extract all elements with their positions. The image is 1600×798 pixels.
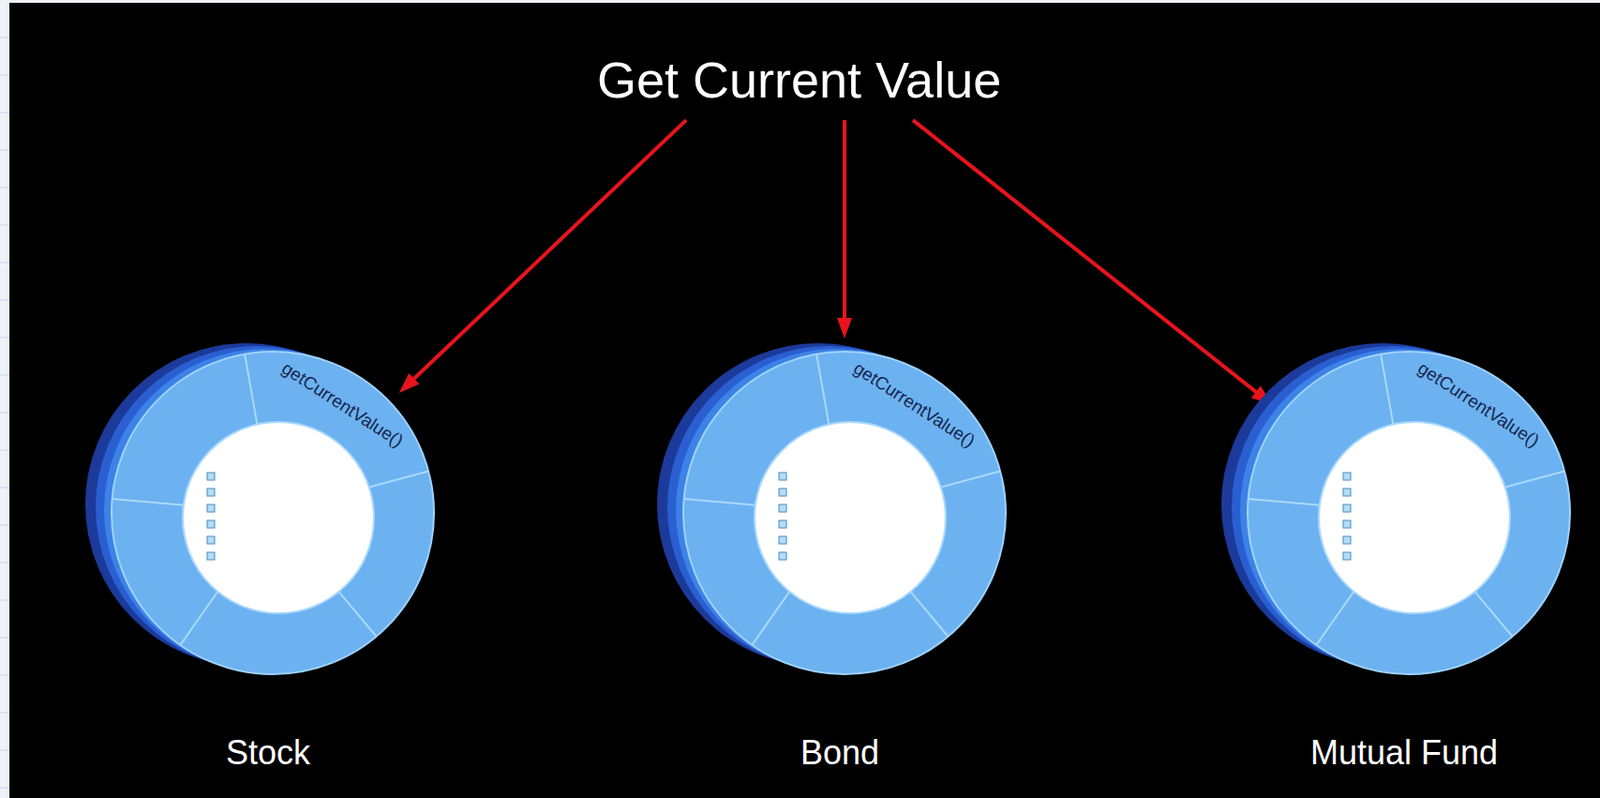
arrow-shaft	[912, 119, 1259, 394]
caption-holder: Mutual Fund	[1310, 732, 1498, 772]
page-margin-top	[0, 0, 1600, 3]
attribute-square	[207, 504, 215, 512]
caption-holder: Bond	[800, 732, 880, 772]
attribute-square	[778, 472, 787, 480]
wheel-rim	[1247, 351, 1571, 674]
class-caption: Stock	[225, 732, 311, 772]
attribute-square	[778, 536, 787, 544]
red-arrow	[837, 119, 853, 339]
wheel-core	[1318, 421, 1511, 614]
wheel-shape	[1202, 339, 1600, 682]
segment-divider	[816, 354, 829, 426]
segment-divider	[1380, 354, 1393, 426]
wheel-shape	[66, 339, 479, 682]
attribute-square	[778, 504, 787, 512]
arrow-shaft	[411, 119, 687, 381]
red-arrow	[912, 119, 1272, 404]
red-arrow	[399, 119, 687, 393]
wheel-rim	[683, 351, 1006, 674]
heading-text: Get Current Value	[597, 50, 1002, 109]
segment-divider	[684, 498, 757, 506]
attribute-square	[1343, 552, 1351, 560]
wheel-core	[754, 421, 946, 614]
class-caption: Bond	[800, 732, 880, 772]
attribute-square	[207, 552, 215, 560]
arrow-shaft	[842, 119, 847, 322]
class-caption: Mutual Fund	[1310, 732, 1498, 772]
wheel-rim	[111, 351, 434, 674]
segment-divider	[179, 585, 222, 645]
page-margin	[0, 0, 10, 798]
attribute-square	[207, 472, 215, 480]
attribute-square	[1343, 536, 1351, 544]
arrow-head	[399, 373, 419, 393]
attribute-square	[1343, 504, 1351, 512]
attribute-square	[778, 552, 787, 560]
attribute-square	[207, 488, 215, 496]
attribute-square	[778, 488, 787, 496]
attribute-square	[207, 520, 215, 528]
segment-divider	[751, 585, 793, 645]
wheel-shape	[638, 339, 1051, 682]
attribute-square	[207, 536, 215, 544]
attribute-square	[1343, 472, 1351, 480]
attribute-square	[1343, 488, 1351, 496]
wheel-core	[182, 421, 374, 614]
class-wheel: getCurrentValue()Bond	[638, 339, 1051, 780]
segment-divider	[112, 498, 185, 506]
segment-divider	[1248, 498, 1321, 506]
attribute-square	[1343, 520, 1351, 528]
arrow-head	[837, 317, 853, 339]
heading-node: Get Current Value	[597, 50, 1002, 109]
class-wheel: getCurrentValue()Stock	[66, 339, 479, 780]
attribute-square	[778, 520, 787, 528]
segment-divider	[1315, 585, 1358, 645]
class-wheel: getCurrentValue()Mutual Fund	[1202, 339, 1600, 780]
segment-divider	[244, 354, 257, 426]
caption-holder: Stock	[225, 732, 311, 772]
margin-rules	[0, 37, 10, 788]
